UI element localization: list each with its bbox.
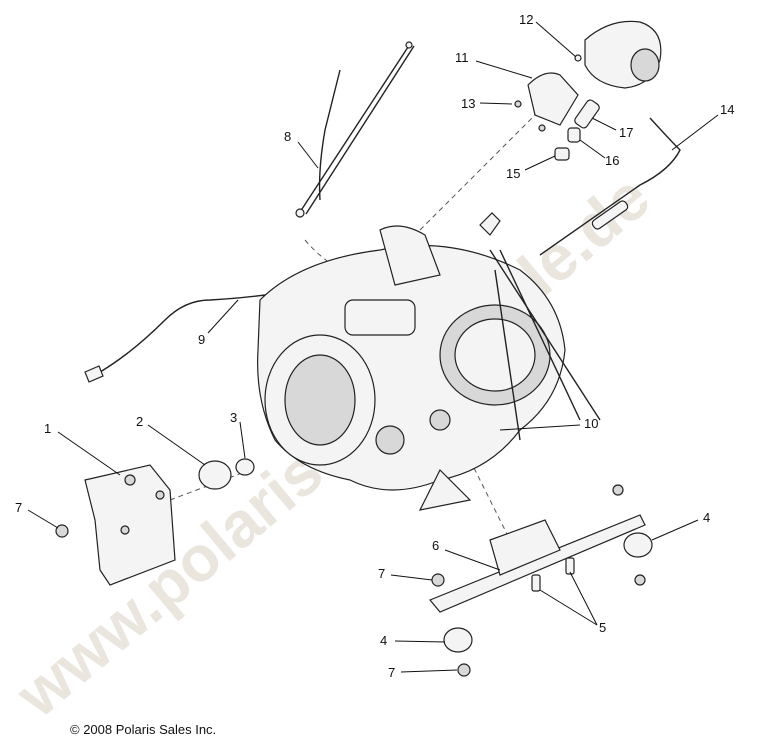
part-4-mount-right <box>623 532 653 558</box>
callout-15: 15 <box>506 166 520 181</box>
callout-2: 2 <box>136 414 143 429</box>
part-12-throttle-body <box>574 20 662 89</box>
callout-8: 8 <box>284 129 291 144</box>
part-7-nut-top <box>612 484 624 496</box>
engine-cables <box>489 249 601 441</box>
callout-14: 14 <box>720 102 734 117</box>
part-5-bolts <box>531 557 575 592</box>
part-11-bracket <box>514 72 579 132</box>
callout-11: 11 <box>455 50 469 65</box>
part-15-sensor <box>554 147 570 161</box>
part-1-bracket <box>84 464 176 586</box>
callout-16: 16 <box>605 153 619 168</box>
callout-13: 13 <box>461 96 475 111</box>
callout-4-bottom: 4 <box>380 633 387 648</box>
part-14-cable <box>539 117 681 256</box>
callout-10: 10 <box>584 416 598 431</box>
callout-7-left: 7 <box>15 500 22 515</box>
callout-7-mid: 7 <box>378 566 385 581</box>
part-6-bracket <box>429 514 646 613</box>
callout-12: 12 <box>519 12 533 27</box>
callout-17: 17 <box>619 125 633 140</box>
part-3-washer <box>235 458 255 476</box>
callout-7-bottom: 7 <box>388 665 395 680</box>
part-7-nut-bottom <box>457 663 471 677</box>
callout-5: 5 <box>599 620 606 635</box>
callout-9: 9 <box>198 332 205 347</box>
dash-line-3 <box>419 109 541 231</box>
part-16-fitting <box>567 127 581 143</box>
part-7-nut-left <box>55 524 69 538</box>
part-17-connector <box>574 99 600 129</box>
part-7-nut-mid <box>431 573 445 587</box>
callout-4-right: 4 <box>703 510 710 525</box>
callout-1: 1 <box>44 421 51 436</box>
part-7-nut-right <box>634 574 646 586</box>
engine-assembly <box>257 212 566 511</box>
part-2-mount <box>198 460 232 490</box>
copyright-text: © 2008 Polaris Sales Inc. <box>70 722 217 737</box>
part-4-mount-bottom <box>443 627 473 653</box>
part-8-rod <box>295 41 415 218</box>
callout-3: 3 <box>230 410 237 425</box>
leader-lines <box>27 21 719 673</box>
callout-6: 6 <box>432 538 439 553</box>
